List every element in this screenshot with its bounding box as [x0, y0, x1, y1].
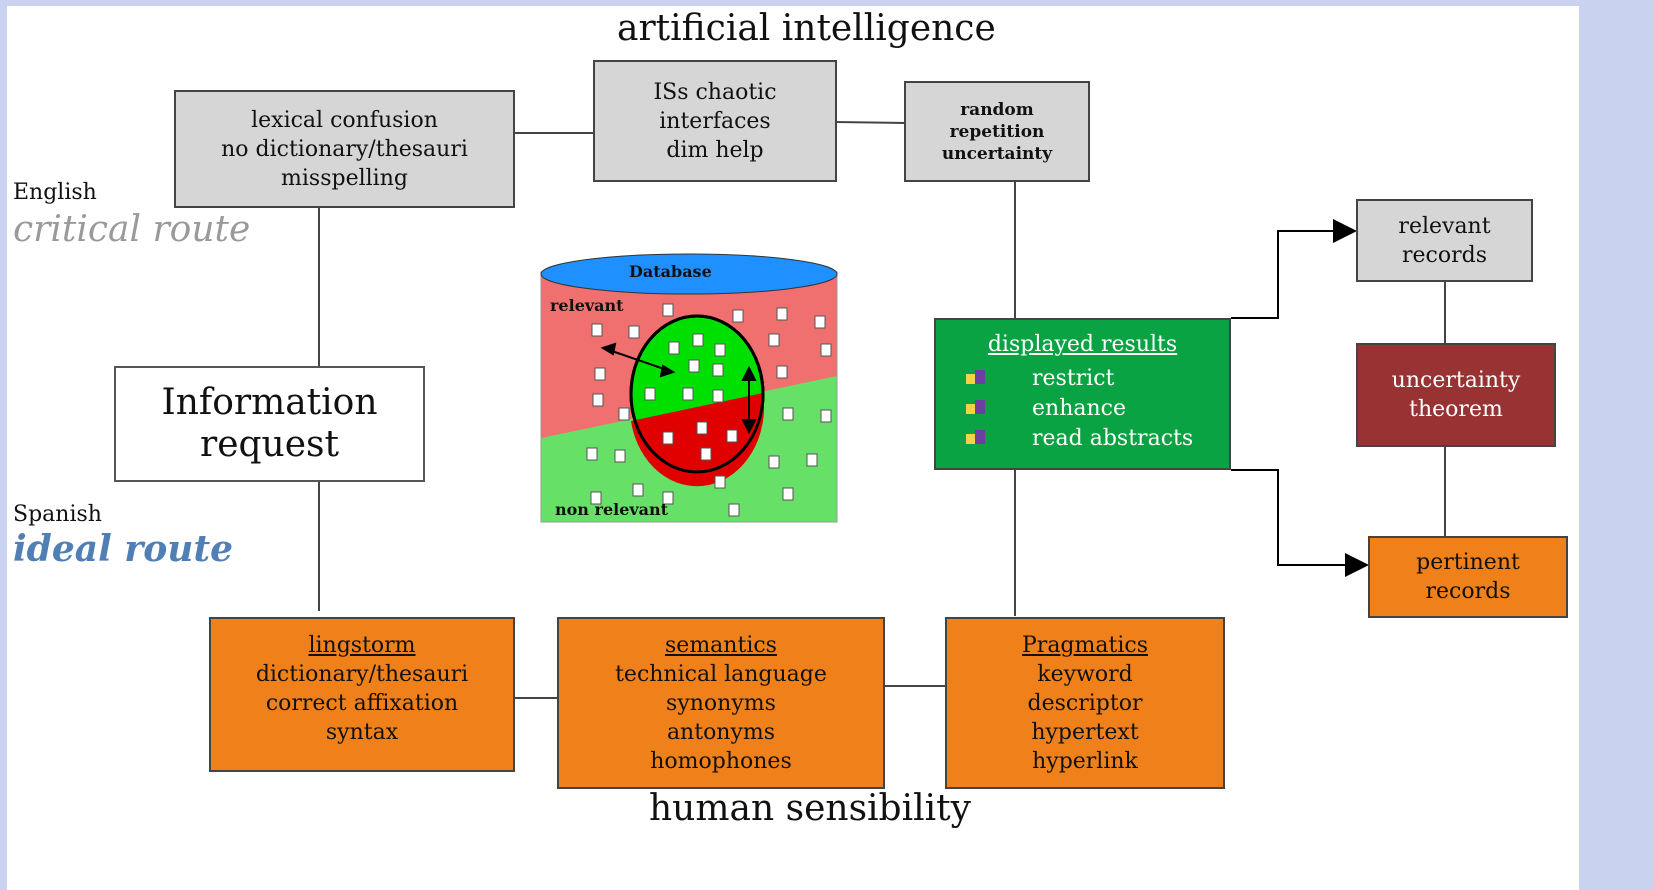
box-line: hypertext: [1031, 720, 1139, 745]
database-illustration: [540, 253, 838, 523]
relevant-records-box: relevant records: [1356, 199, 1533, 282]
list-item: restrict: [936, 363, 1229, 393]
box-line: synonyms: [666, 691, 776, 716]
lingstorm-box: lingstorm dictionary/thesauri correct af…: [209, 617, 515, 772]
box-line: records: [1425, 579, 1511, 604]
pragmatics-title: Pragmatics: [1022, 633, 1148, 658]
bullet-icon: [966, 370, 988, 386]
box-line: misspelling: [281, 165, 408, 191]
box-line: Information: [161, 382, 378, 423]
diagram-canvas: artificial intelligence human sensibilit…: [7, 6, 1579, 890]
frame-right: [1579, 0, 1654, 890]
box-line: correct affixation: [265, 691, 459, 716]
arrow-to-pertinent-records: [1231, 469, 1369, 577]
list-item-label: read abstracts: [1032, 425, 1194, 451]
box-line: request: [200, 424, 339, 465]
ideal-route-label: ideal route: [13, 528, 233, 570]
frame-top: [0, 0, 1654, 6]
displayed-results-title: displayed results: [987, 332, 1178, 357]
box-line: technical language: [615, 662, 827, 687]
arrow-to-relevant-records: [1231, 219, 1357, 319]
box-line: dictionary/thesauri: [255, 662, 469, 687]
top-label: artificial intelligence: [617, 8, 996, 49]
box-line: interfaces: [659, 108, 771, 134]
random-uncertainty-box: random repetition uncertainty: [904, 81, 1090, 182]
pragmatics-box: Pragmatics keyword descriptor hypertext …: [945, 617, 1225, 789]
box-line: keyword: [1037, 662, 1133, 687]
bottom-label: human sensibility: [649, 788, 971, 829]
english-label: English: [13, 180, 97, 205]
line-iss-random: [834, 121, 906, 124]
box-line: antonyms: [666, 720, 776, 745]
displayed-results-box: displayed results restrict enhance read …: [934, 318, 1231, 470]
critical-route-label: critical route: [13, 209, 251, 250]
box-line: dim help: [666, 137, 764, 163]
list-item-label: restrict: [1032, 365, 1115, 391]
lingstorm-title: lingstorm: [308, 633, 416, 658]
database-relevant-label: relevant: [550, 296, 624, 315]
database-non-relevant-label: non relevant: [555, 500, 669, 519]
box-line: theorem: [1409, 397, 1503, 422]
box-line: homophones: [650, 749, 792, 774]
uncertainty-theorem-box: uncertainty theorem: [1356, 343, 1556, 447]
pertinent-records-box: pertinent records: [1368, 536, 1568, 618]
list-item: read abstracts: [936, 423, 1229, 453]
box-line: relevant: [1398, 213, 1491, 239]
box-line: ISs chaotic: [653, 79, 777, 105]
lexical-confusion-box: lexical confusion no dictionary/thesauri…: [174, 90, 515, 208]
box-line: syntax: [325, 720, 399, 745]
list-item: enhance: [936, 393, 1229, 423]
box-line: repetition: [949, 121, 1045, 142]
box-line: uncertainty: [941, 143, 1053, 164]
displayed-results-list: restrict enhance read abstracts: [936, 363, 1229, 453]
iss-chaotic-box: ISs chaotic interfaces dim help: [593, 60, 837, 182]
semantics-title: semantics: [665, 633, 777, 658]
box-line: records: [1402, 242, 1487, 268]
box-line: descriptor: [1027, 691, 1143, 716]
list-item-label: enhance: [1032, 395, 1126, 421]
connector-lines: [318, 121, 1446, 699]
box-line: uncertainty: [1391, 368, 1521, 393]
box-line: no dictionary/thesauri: [221, 136, 468, 162]
database-title: Database: [629, 262, 712, 281]
bullet-icon: [966, 400, 988, 416]
information-request-box: Information request: [114, 366, 425, 482]
bullet-icon: [966, 430, 988, 446]
frame-left: [0, 0, 7, 890]
box-line: lexical confusion: [251, 107, 438, 133]
box-line: random: [960, 99, 1034, 120]
semantics-box: semantics technical language synonyms an…: [557, 617, 885, 789]
box-line: hyperlink: [1032, 749, 1138, 774]
box-line: pertinent: [1416, 550, 1520, 575]
spanish-label: Spanish: [13, 502, 102, 527]
